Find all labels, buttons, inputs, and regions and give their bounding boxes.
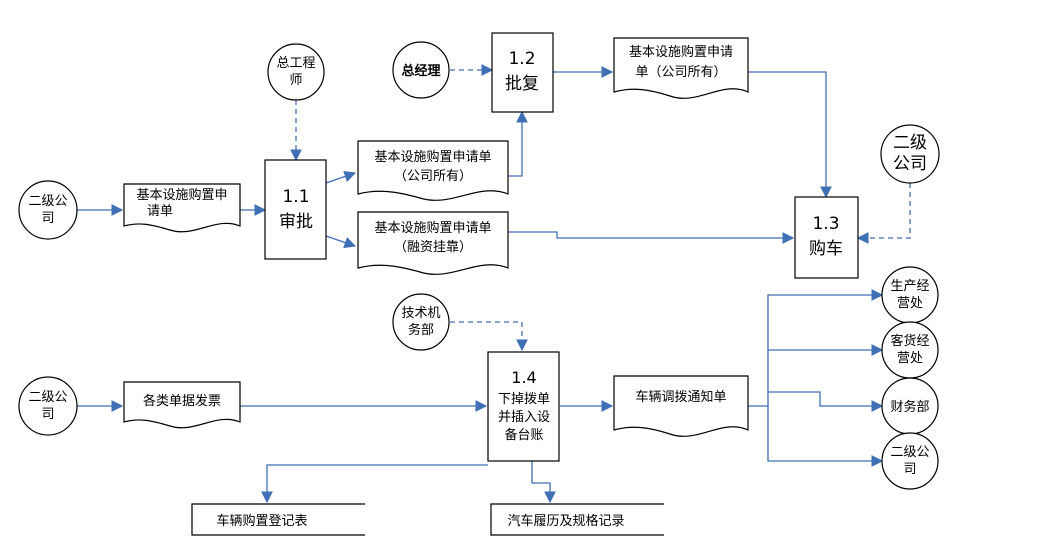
edge-company-doc-b-to-purchase — [748, 71, 832, 199]
process-1-1: 1.1 审批 — [264, 159, 327, 260]
entity-tech-dept: 技术机 务部 — [392, 293, 450, 351]
doc-label: 请单 — [147, 204, 173, 219]
edge-approval-to-lease-doc — [325, 235, 357, 249]
entity-label: 营处 — [897, 296, 923, 311]
process-label: 批复 — [505, 74, 539, 94]
edge-lease-doc-to-purchase — [508, 231, 795, 244]
process-label: 并插入设 — [498, 410, 550, 425]
edge-approval-to-company-doc — [325, 170, 357, 184]
doc-label: 车辆调拨通知单 — [635, 389, 726, 405]
entity-subsidiary-bottom: 二级公 司 — [18, 376, 78, 436]
process-label: 购车 — [809, 239, 843, 259]
process-1-3: 1.3 购车 — [794, 196, 859, 279]
doc-label: 基本设施购置申请单 — [374, 149, 491, 165]
entity-label: 司 — [41, 407, 54, 422]
entity-label: 二级公 — [28, 194, 67, 209]
entity-label: 师 — [289, 73, 302, 88]
doc-request-company-b: 基本设施购置申请 单（公司所有） — [613, 37, 749, 99]
entity-label: 财务部 — [890, 399, 929, 415]
entity-label: 生产经 — [890, 279, 929, 294]
entity-label: 总工程 — [276, 56, 315, 71]
edge-company-doc-to-reply — [508, 110, 528, 177]
doc-label: （公司所有） — [394, 169, 472, 184]
entity-finance-dept: 财务部 — [881, 377, 939, 435]
store-vehicle-record: 汽车履历及规格记录 — [490, 503, 664, 536]
process-label: 审批 — [279, 212, 313, 232]
entity-production-dept: 生产经 营处 — [881, 266, 939, 324]
entity-label: 总经理 — [401, 63, 440, 79]
process-1-2: 1.2 批复 — [491, 32, 554, 113]
edge-subsidiary-right-to-purchase — [856, 183, 911, 244]
entity-label: 司 — [903, 462, 916, 477]
entity-label: 客货经 — [890, 333, 929, 349]
entity-label: 务部 — [408, 322, 434, 338]
doc-label: 基本设施购置申请单 — [374, 220, 491, 236]
store-label: 车辆购置登记表 — [216, 513, 307, 529]
entity-subsidiary-right: 二级 公司 — [880, 124, 940, 184]
entity-label: 公司 — [893, 154, 927, 174]
doc-label: 单（公司所有） — [635, 65, 726, 80]
doc-receipts: 各类单据发票 — [123, 381, 241, 429]
entity-passenger-dept: 客货经 营处 — [881, 321, 939, 379]
store-purchase-register: 车辆购置登记表 — [191, 503, 365, 536]
entity-label: 二级 — [893, 133, 927, 153]
entity-label: 司 — [41, 211, 54, 226]
store-label: 汽车履历及规格记录 — [507, 513, 624, 529]
edge-transfer-to-register — [261, 464, 488, 504]
entity-label: 营处 — [897, 351, 923, 366]
process-1-4: 1.4 下掉拨单 并插入设 备台账 — [487, 351, 560, 462]
doc-request-lease: 基本设施购置申请单 （融资挂靠） — [357, 211, 509, 275]
entity-label: 技术机 — [401, 306, 440, 321]
process-label: 下掉拨单 — [498, 392, 550, 407]
entity-chief-engineer: 总工程 师 — [267, 43, 325, 101]
entity-subsidiary-out: 二级公 司 — [881, 432, 939, 490]
doc-label: 基本设施购置申请 — [629, 44, 733, 60]
edge-transfer-to-record — [531, 461, 556, 504]
edge-tech-dept-to-transfer — [450, 321, 528, 352]
process-number: 1.3 — [812, 214, 839, 234]
doc-label: 各类单据发票 — [143, 393, 221, 409]
entity-label: 二级公 — [890, 445, 929, 460]
process-number: 1.2 — [508, 49, 535, 69]
entity-subsidiary-top: 二级公 司 — [18, 180, 78, 240]
entity-general-manager: 总经理 — [392, 41, 450, 99]
connectors — [77, 64, 911, 504]
doc-request-company-a: 基本设施购置申请单 （公司所有） — [357, 140, 509, 201]
edge-notice-to-subsidiary — [767, 406, 884, 467]
process-number: 1.1 — [282, 187, 309, 207]
entity-label: 二级公 — [28, 390, 67, 405]
doc-label: （融资挂靠） — [394, 240, 472, 255]
process-label: 备台账 — [504, 427, 543, 443]
process-number: 1.4 — [511, 368, 536, 387]
edge-notice-to-finance — [768, 391, 884, 412]
doc-label: 基本设施购置申 — [136, 187, 227, 203]
doc-request-in: 基本设施购置申 请单 — [123, 183, 241, 233]
doc-transfer-notice: 车辆调拨通知单 — [613, 375, 749, 437]
